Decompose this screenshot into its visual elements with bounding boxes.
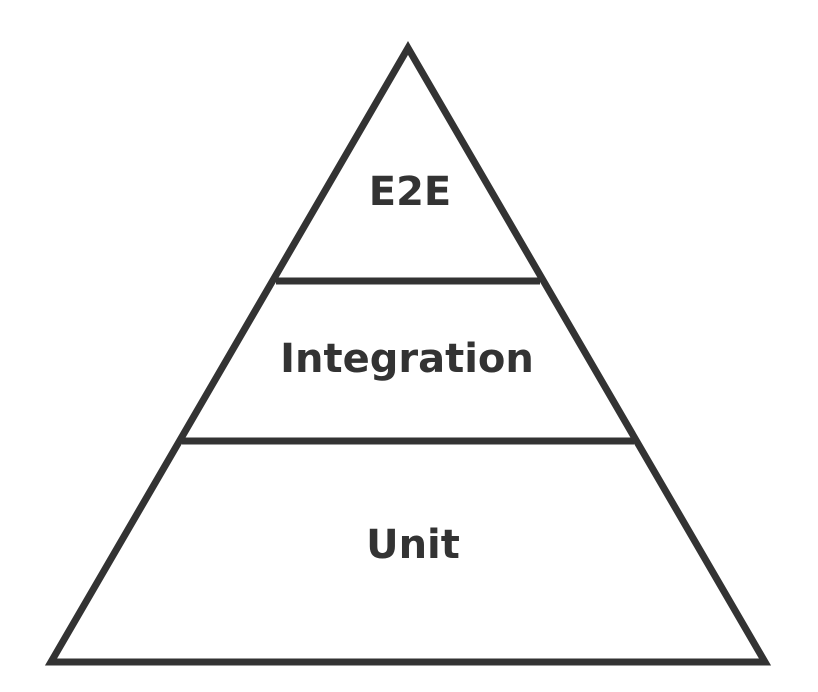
layer-label-integration: Integration: [280, 336, 534, 382]
layer-label-e2e: E2E: [369, 169, 451, 215]
pyramid-outline: [44, 41, 772, 666]
layer-label-unit: Unit: [366, 522, 460, 568]
